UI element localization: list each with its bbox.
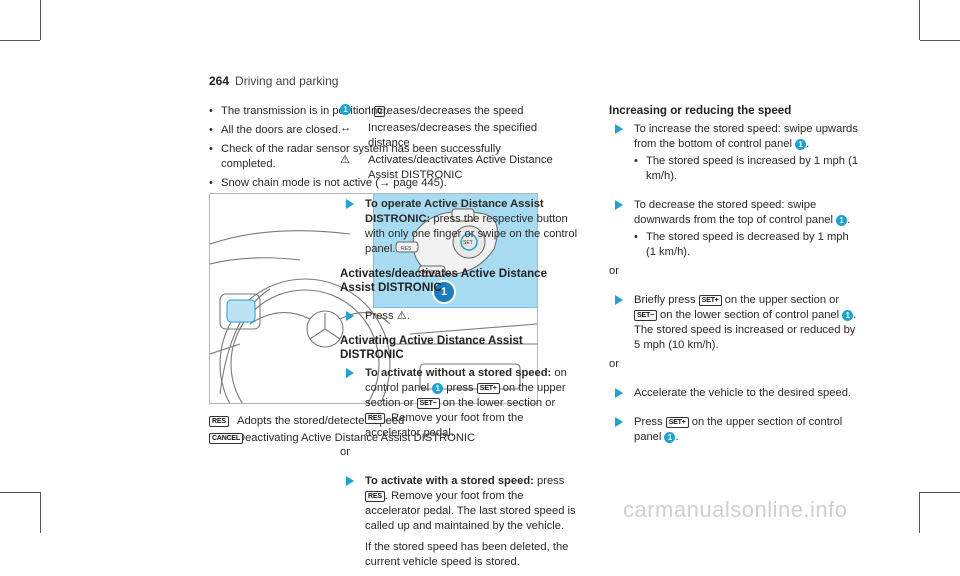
arrow-icon — [346, 476, 354, 486]
list-item: The stored speed is increased by 1 mph (… — [634, 154, 861, 184]
set-plus-key: SET+ — [665, 417, 689, 428]
set-plus-key: SET+ — [476, 383, 500, 394]
gear-d-key: D — [373, 106, 385, 117]
instruction-step: To decrease the stored speed: swipe down… — [609, 198, 861, 260]
note-text: If the stored speed has been deleted, th… — [365, 541, 569, 568]
callout-badge: 1 — [664, 432, 676, 443]
list-item: The transmission is in position D. — [209, 104, 539, 119]
list-item: Check of the radar sensor system has bee… — [209, 142, 539, 172]
list-item: Snow chain mode is not active (→ page 44… — [209, 176, 539, 191]
callout-badge: 1 — [836, 215, 848, 226]
arrow-icon — [346, 368, 354, 378]
page-header: 264 Driving and parking — [209, 74, 338, 88]
set-minus-key: SET− — [634, 310, 657, 321]
steering-wheel-illustration — [210, 230, 537, 403]
crop-mark — [919, 0, 920, 40]
crop-mark — [40, 0, 41, 40]
list-item: All the doors are closed. — [209, 123, 539, 138]
distronic-icon: ⚠ — [340, 154, 351, 166]
steering-wheel-figure: RES CANCEL SET 1 — [209, 193, 538, 404]
column-1: The transmission is in position D. All t… — [209, 104, 539, 195]
res-key: RES — [365, 413, 385, 424]
arrow-icon — [615, 295, 623, 305]
crop-mark — [919, 492, 920, 533]
zoom-panel: RES CANCEL SET 1 — [373, 194, 537, 308]
section-heading: Activating Active Distance Assist DISTRO… — [340, 334, 523, 361]
instruction-step: Briefly press SET+ on the upper section … — [609, 293, 861, 353]
arrow-icon — [615, 124, 623, 134]
list-item: The stored speed is decreased by 1 mph (… — [634, 230, 861, 260]
or-label: or — [609, 358, 619, 370]
res-key: RES — [365, 491, 385, 502]
instruction-step: To activate without a stored speed: on c… — [340, 366, 578, 441]
distance-icon: ↔ — [340, 122, 352, 134]
instruction-step: Press ⚠. — [340, 309, 578, 324]
legend-item: ⚠Activates/deactivates Active Distance A… — [340, 154, 553, 181]
section-heading: Increasing or reducing the speed — [609, 104, 792, 117]
cancel-button-label: CANCEL — [420, 270, 441, 276]
res-key: RES — [209, 416, 229, 427]
crop-mark — [920, 40, 960, 41]
arrow-icon — [615, 417, 623, 427]
distronic-icon: ⚠ — [396, 310, 407, 322]
column-3: Increasing or reducing the speed To incr… — [609, 104, 861, 449]
callout-badge: 1 — [795, 139, 807, 150]
callout-badge: 1 — [340, 104, 351, 115]
callout-badge: 1 — [432, 383, 444, 394]
callout-1: 1 — [432, 280, 456, 304]
watermark: carmanualsonline.info — [623, 497, 848, 522]
or-label: or — [340, 446, 350, 458]
section-heading: Activates/deactivates Active Distance As… — [340, 267, 548, 294]
crop-mark — [40, 492, 41, 533]
set-minus-key: SET− — [416, 398, 440, 409]
cancel-key: CANCEL — [209, 433, 243, 444]
page-number: 264 — [209, 74, 230, 88]
arrow-icon — [346, 199, 354, 209]
note-text: The stored speed is increased or reduced… — [634, 324, 856, 351]
crop-mark — [0, 492, 40, 493]
arrow-icon — [615, 200, 623, 210]
crop-mark — [0, 40, 40, 41]
or-label: or — [609, 265, 619, 277]
instruction-step: To activate with a stored speed: press R… — [340, 474, 578, 570]
set-button-label: SET — [463, 240, 473, 246]
instruction-step: To increase the stored speed: swipe upwa… — [609, 122, 861, 184]
set-plus-key: SET+ — [698, 295, 722, 306]
legend-item: ↔Increases/decreases the specified dista… — [340, 122, 538, 149]
control-panel-closeup: RES CANCEL SET — [395, 208, 498, 293]
arrow-icon — [346, 311, 354, 321]
instruction-step: To operate Active Distance Assist DISTRO… — [340, 197, 578, 257]
instruction-step: Accelerate the vehicle to the desired sp… — [609, 386, 861, 401]
callout-badge: 1 — [842, 310, 854, 321]
page-link[interactable]: → page 445). — [378, 177, 447, 189]
crop-mark — [920, 492, 960, 493]
instruction-step: Press SET+ on the upper section of contr… — [609, 415, 861, 445]
section-title: Driving and parking — [235, 74, 339, 88]
res-button-label: RES — [401, 246, 412, 252]
arrow-icon — [615, 388, 623, 398]
